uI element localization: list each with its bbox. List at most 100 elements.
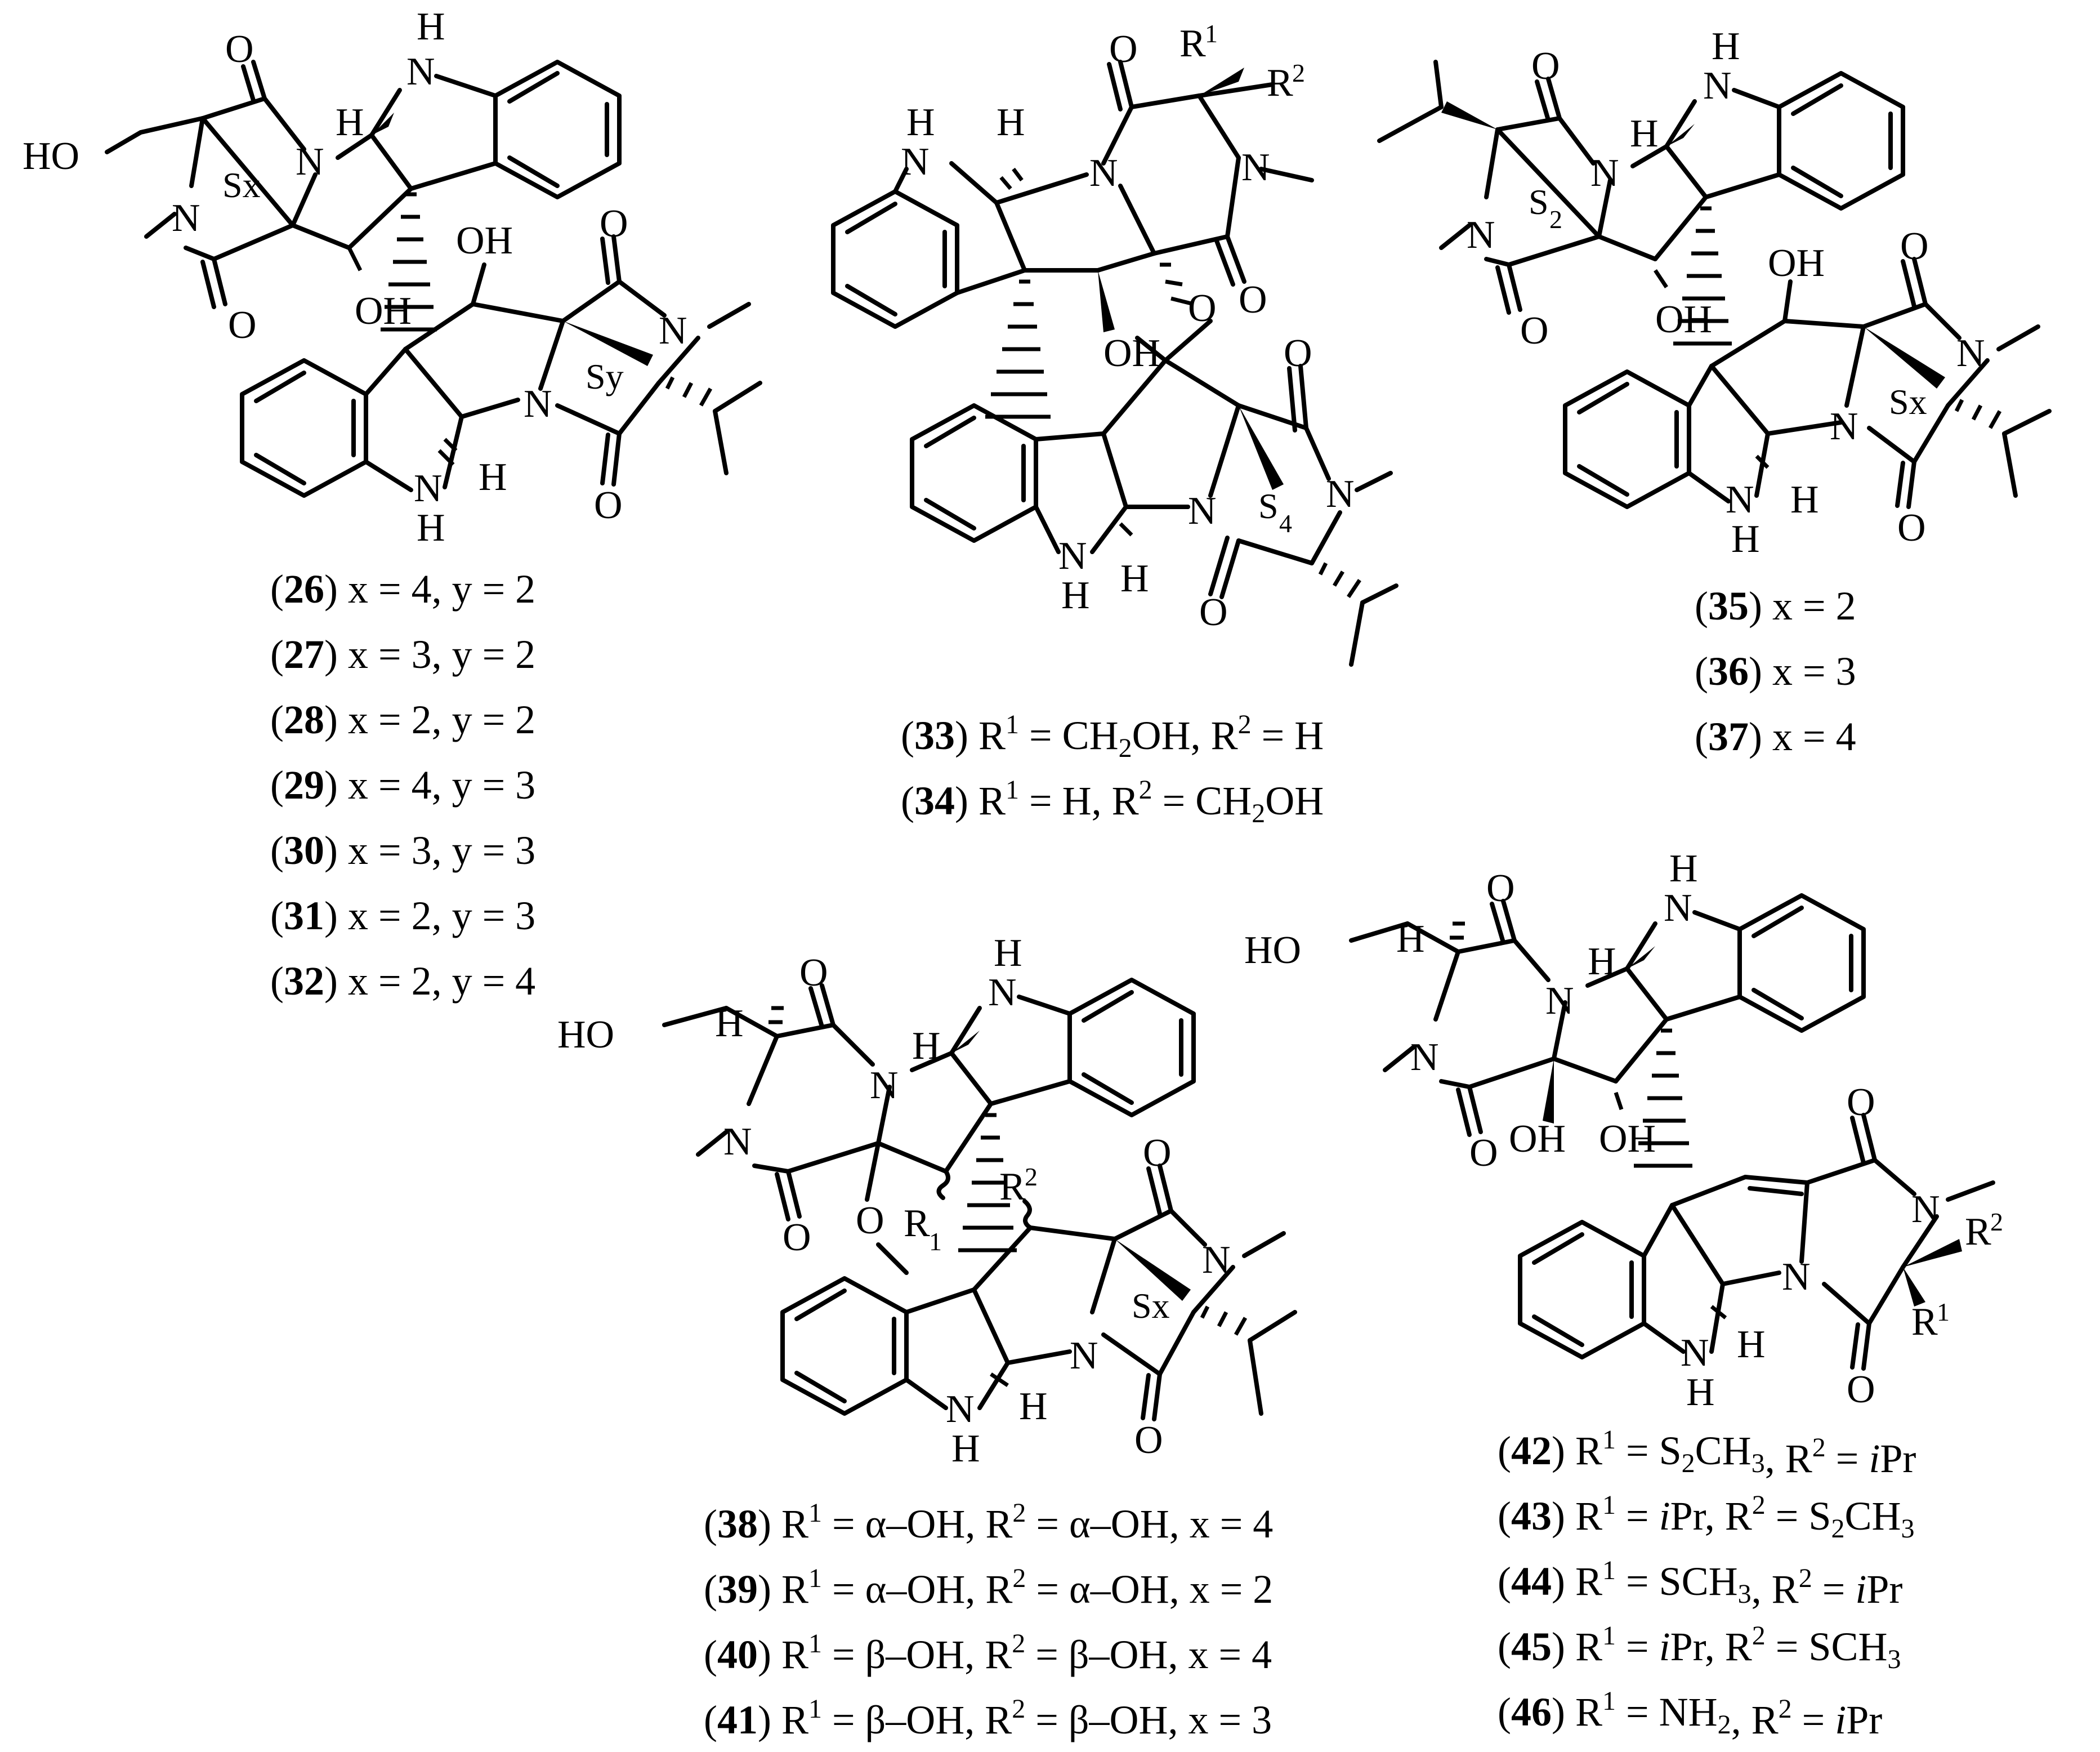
atom-label: OH [1599, 1117, 1656, 1161]
atom-label: O [1900, 225, 1929, 268]
atom-label: N [1467, 213, 1495, 257]
structure-33-34: O R 1 R 2 N H H N N O O OH O N S 4 N O N… [831, 19, 1398, 667]
atom-label: N [1830, 405, 1858, 448]
atom-label: OH [456, 219, 513, 262]
hashed-bond [985, 279, 1051, 419]
atom-label: HO [23, 135, 79, 178]
atom-label: R [1179, 22, 1206, 65]
atom-label: O [1199, 591, 1228, 634]
atom-label: O [1284, 332, 1312, 375]
atom-label: 2 [1292, 59, 1305, 87]
atom-label: Sx [222, 165, 261, 205]
atom-label: H [1061, 574, 1090, 617]
caption-compound-33: (33) R1 = CH2OH, R2 = H [901, 710, 1324, 763]
caption-group-c: (35) x = 2(36) x = 3(37) x = 4 [1695, 583, 1856, 759]
atom-label: N [870, 1064, 899, 1107]
caption-compound-41: (41) R1 = β–OH, R2 = β–OH, x = 3 [704, 1694, 1272, 1742]
caption-compound-38: (38) R1 = α–OH, R2 = α–OH, x = 4 [704, 1498, 1273, 1546]
caption-group-b: (33) R1 = CH2OH, R2 = H (34) R1 = H, R2 =… [901, 710, 1324, 828]
atom-label: H [1731, 518, 1760, 561]
atom-label: N [723, 1120, 752, 1163]
atom-label: H [994, 931, 1022, 975]
caption-compound-26: (26) x = 4, y = 2 [270, 567, 535, 612]
atom-label: HO [1244, 929, 1301, 972]
hashed-bond [1160, 262, 1194, 306]
atom-label: 2 [1990, 1207, 2003, 1236]
caption-compound-28: (28) x = 2, y = 2 [270, 697, 535, 742]
atom-label: R [1911, 1300, 1938, 1344]
atom-label: N [901, 140, 930, 184]
hashed-bond [1954, 399, 2002, 429]
atom-label: O [1143, 1131, 1172, 1175]
atom-label: N [414, 467, 443, 510]
atom-label: Sx [1132, 1286, 1170, 1326]
caption-compound-39: (39) R1 = α–OH, R2 = α–OH, x = 2 [704, 1563, 1273, 1612]
caption-compound-44: (44) R1 = SCH3, R2 = iPr [1498, 1555, 1902, 1612]
atom-label: N [1202, 1238, 1231, 1282]
atom-label: N [1089, 151, 1118, 195]
structure-42-46: O N H H N H HO N O OH OH O N R 2 R 1 N O… [1244, 847, 2003, 1414]
atom-label: N [1058, 534, 1087, 578]
structure-35-37: O N H H N S 2 N O OH OH O N Sx N O N H H [1377, 25, 2052, 561]
atom-label: OH [1509, 1117, 1566, 1161]
atom-label: H [479, 456, 507, 499]
caption-compound-45: (45) R1 = iPr, R2 = SCH3 [1498, 1621, 1901, 1674]
caption-compound-32: (32) x = 2, y = 4 [270, 959, 535, 1004]
atom-label: Sy [586, 356, 624, 396]
atom-label: N [1326, 472, 1355, 516]
atom-label: O [1847, 1081, 1875, 1124]
atom-label: N [1782, 1255, 1811, 1299]
hashed-bond [1673, 206, 1732, 346]
atom-label: H [1669, 847, 1698, 890]
atom-label: N [1726, 478, 1754, 521]
caption-compound-40: (40) R1 = β–OH, R2 = β–OH, x = 4 [704, 1629, 1272, 1677]
atom-label: H [417, 5, 445, 48]
caption-compound-42: (42) R1 = S2CH3, R2 = iPr [1498, 1425, 1916, 1481]
caption-compound-46: (46) R1 = NH2, R2 = iPr [1498, 1686, 1882, 1742]
atom-label: H [417, 506, 445, 550]
atom-label: O [1239, 278, 1267, 322]
atom-label: O [1109, 28, 1138, 71]
atom-label: O [856, 1199, 884, 1242]
atom-label: N [1545, 979, 1574, 1023]
atom-label: N [1703, 64, 1732, 108]
atom-label: OH [1655, 298, 1712, 341]
atom-label: N [659, 309, 687, 353]
atom-label: R [904, 1202, 930, 1245]
hashed-bond [999, 167, 1024, 190]
caption-group-d: (38) R1 = α–OH, R2 = α–OH, x = 4 (39) R1 … [704, 1498, 1273, 1742]
atom-label: N [988, 971, 1017, 1014]
caption-compound-34: (34) R1 = H, R2 = CH2OH [901, 775, 1324, 828]
atom-label: 1 [929, 1227, 942, 1256]
atom-label: R [999, 1165, 1026, 1209]
atom-label: H [1737, 1323, 1766, 1366]
atom-label: O [1520, 309, 1549, 353]
atom-label: N [1410, 1036, 1439, 1079]
caption-group-a: (26) x = 4, y = 2(27) x = 3, y = 2(28) x… [270, 567, 535, 1004]
atom-label: OH [355, 289, 412, 333]
atom-label: O [225, 28, 254, 71]
atom-label: H [951, 1427, 980, 1470]
atom-label: O [1188, 287, 1217, 330]
hashed-bond [1634, 1028, 1692, 1168]
atom-label: H [1019, 1385, 1048, 1428]
atom-label: R [1965, 1210, 1991, 1254]
atom-label: N [1911, 1188, 1940, 1231]
atom-label: H [1120, 557, 1149, 600]
atom-label: H [1686, 1371, 1715, 1414]
caption-compound-37: (37) x = 4 [1695, 714, 1856, 759]
atom-label: N [1070, 1334, 1098, 1377]
structure-26-32: O N H H N HO Sx N O OH OH O N Sy N O N H… [23, 5, 762, 550]
atom-label: 4 [1279, 509, 1292, 538]
structure-38-41: O N H H N H HO N O O R 1 R 2 O N Sx N O … [557, 931, 1297, 1470]
atom-label: N [1590, 151, 1619, 195]
hashed-bond [1450, 921, 1465, 940]
atom-label: R [1267, 61, 1293, 105]
caption-compound-29: (29) x = 4, y = 3 [270, 763, 535, 808]
atom-label: N [172, 197, 200, 240]
caption-compound-30: (30) x = 3, y = 3 [270, 828, 535, 873]
atom-label: OH [1768, 242, 1825, 285]
atom-label: N [1664, 886, 1692, 930]
atom-label: H [1790, 478, 1819, 521]
